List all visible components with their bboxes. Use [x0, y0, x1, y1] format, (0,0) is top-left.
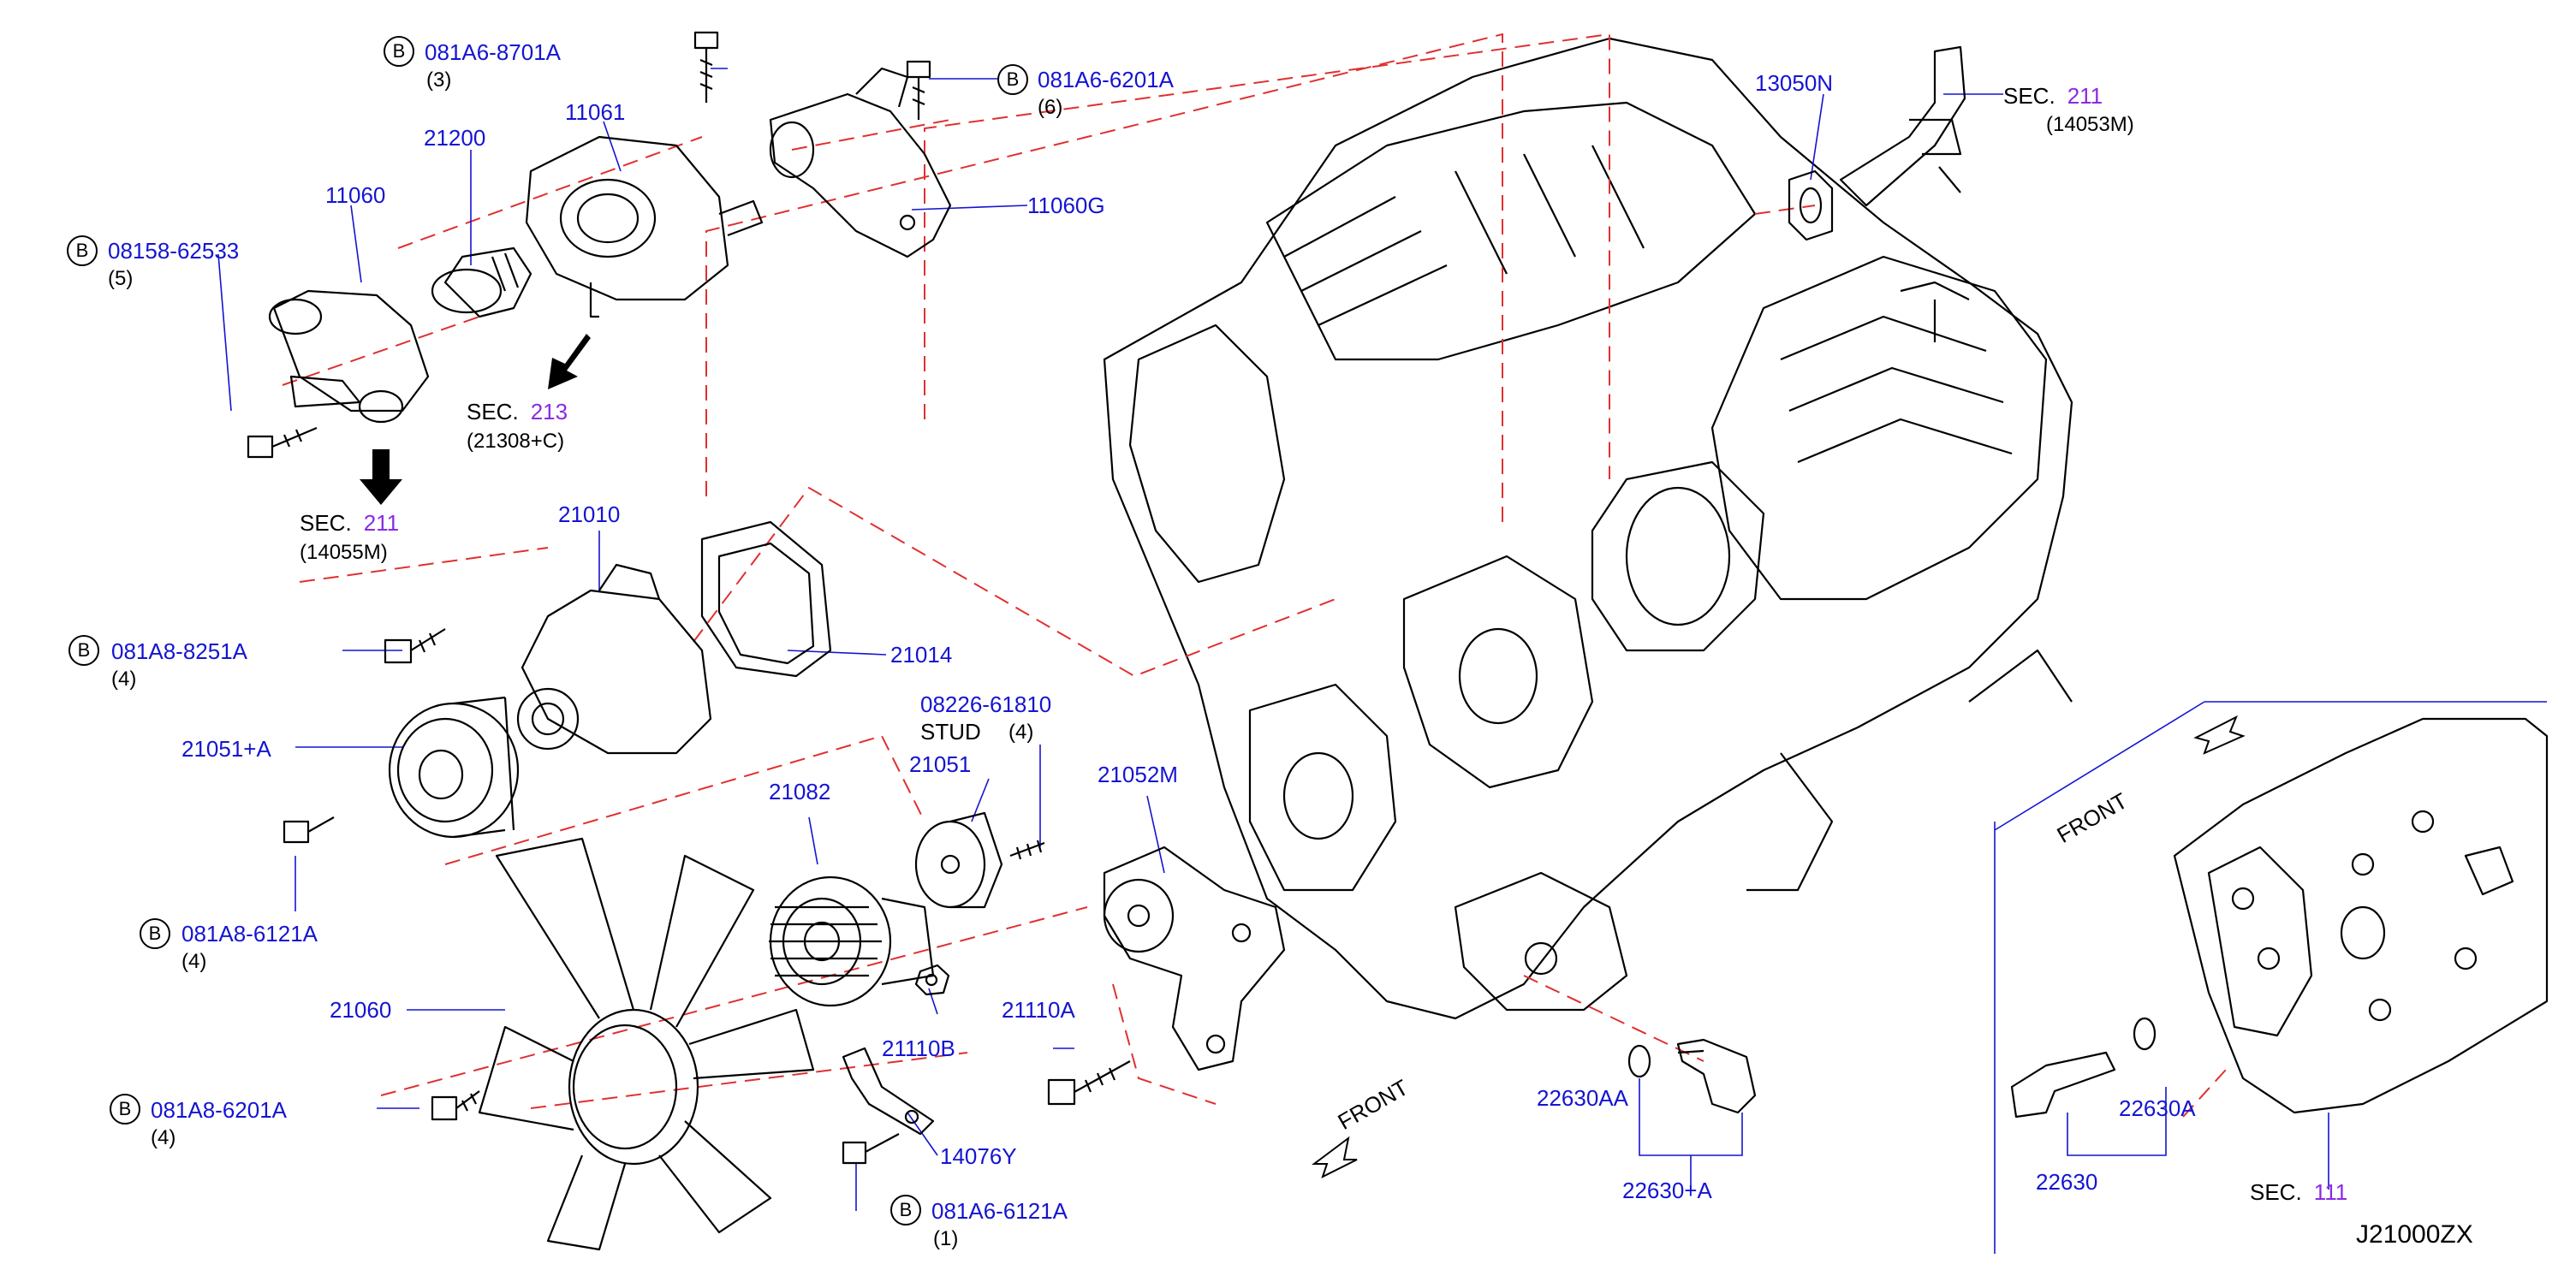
label-21110B: 21110B	[882, 1036, 955, 1061]
bolt-08158-62533	[247, 426, 318, 459]
label-22630AA: 22630AA	[1537, 1085, 1628, 1111]
inset-o-ring-22630A	[2133, 1017, 2157, 1051]
part-number: 081A8-6201A	[151, 1097, 288, 1123]
sec-word: SEC.	[2003, 83, 2055, 109]
stud-quantity: (4)	[1008, 721, 1034, 744]
label-22630A: 22630A	[2119, 1095, 2196, 1121]
o-ring-22630AA	[1627, 1044, 1651, 1078]
label-08226-61810: 08226-61810	[920, 691, 1052, 717]
diagram-id: J21000ZX	[2356, 1220, 2473, 1249]
sec-213-arrow	[548, 334, 591, 389]
thermostat-21200	[431, 246, 532, 318]
label-14076Y: 14076Y	[940, 1143, 1017, 1169]
label-11061: 11061	[565, 99, 626, 125]
spacer-21051	[914, 811, 1003, 909]
bolt-081A8-8251A	[384, 628, 446, 664]
b-prefix: B	[67, 235, 98, 266]
b-prefix: B	[997, 64, 1028, 95]
label-21010: 21010	[558, 501, 621, 527]
part-number: 081A6-8701A	[425, 39, 562, 65]
gasket-21014	[700, 520, 832, 678]
b-prefix: B	[140, 918, 170, 949]
part-number: 08158-62533	[108, 238, 240, 264]
label-21200: 21200	[424, 125, 486, 151]
front-arrow-outline-inset	[2193, 715, 2246, 755]
water-outlet-11060G	[769, 67, 952, 258]
sec-word: SEC.	[300, 510, 352, 536]
water-pipe-14053M	[1839, 45, 1966, 207]
label-stud: STUD	[920, 719, 981, 745]
bolt-081A8-6121A	[283, 816, 335, 844]
bolt-081A6-8701A	[693, 31, 719, 103]
leader-lines	[217, 68, 2547, 1254]
b-prefix: B	[890, 1195, 921, 1225]
sec-word: SEC.	[467, 399, 519, 424]
sec-number[interactable]: 211	[363, 510, 400, 536]
label-21051: 21051	[909, 751, 972, 777]
nut-21110B	[914, 964, 950, 996]
phantom-lines	[282, 33, 2227, 1118]
stud-08226-61810	[1009, 840, 1045, 860]
label-21110A: 21110A	[1002, 997, 1075, 1023]
sec-number[interactable]: 211	[2067, 83, 2103, 109]
part-number: 081A8-6121A	[181, 921, 318, 947]
label-21052M: 21052M	[1098, 762, 1178, 787]
bolt-081A6-6121A	[842, 1133, 900, 1165]
quantity: (4)	[111, 668, 137, 691]
b-prefix: B	[110, 1094, 140, 1125]
section-sub-14055M: (14055M)	[300, 541, 388, 564]
sensor-22630-A	[1676, 1038, 1757, 1114]
inset-cylinder-head	[2173, 717, 2549, 1114]
bolt-081A8-6201A	[431, 1090, 480, 1121]
section-ref-213[interactable]: SEC. 213	[467, 399, 568, 425]
sec-word: SEC.	[2250, 1179, 2302, 1205]
quantity: (5)	[108, 267, 134, 290]
quantity: (4)	[151, 1126, 176, 1149]
bolt-081A6-6201A	[906, 60, 931, 120]
sec-211-arrow	[360, 449, 402, 505]
section-ref-211-right[interactable]: SEC. 211	[2003, 83, 2103, 110]
water-inlet-11060	[268, 289, 430, 424]
b-prefix: B	[384, 36, 414, 67]
label-21014: 21014	[890, 642, 953, 668]
thermostat-housing-11061	[525, 135, 764, 318]
label-21082: 21082	[769, 779, 831, 804]
water-pump-21010	[516, 563, 712, 755]
label-21051-A: 21051+A	[181, 736, 271, 762]
part-number: 081A6-6201A	[1038, 67, 1175, 92]
inset-sensor-22630	[2010, 1051, 2116, 1119]
sec-number[interactable]: 111	[2313, 1179, 2348, 1205]
label-21060: 21060	[330, 997, 392, 1023]
bolt-21110A	[1047, 1060, 1131, 1106]
front-arrow-outline	[1312, 1136, 1358, 1178]
fan-coupling-21082	[769, 875, 935, 1007]
section-ref-211-left[interactable]: SEC. 211	[300, 510, 399, 537]
label-13050N: 13050N	[1755, 70, 1834, 96]
quantity: (4)	[181, 950, 207, 973]
quantity: (1)	[933, 1227, 959, 1250]
pulley-21051-A	[388, 696, 520, 839]
section-sub-14053M: (14053M)	[2046, 113, 2134, 136]
quantity: (6)	[1038, 96, 1063, 119]
engine-block	[1103, 37, 2073, 1020]
quantity: (3)	[426, 68, 452, 92]
sec-number[interactable]: 213	[530, 399, 568, 424]
bracket-14076Y	[842, 1047, 935, 1136]
bracket-21052M	[1103, 846, 1286, 1071]
fan-21060	[478, 837, 815, 1251]
section-sub-21308-C: (21308+C)	[467, 430, 565, 453]
part-number: 081A8-8251A	[111, 638, 248, 664]
b-prefix: B	[68, 635, 99, 666]
label-22630-A: 22630+A	[1622, 1178, 1712, 1203]
section-ref-111[interactable]: SEC. 111	[2250, 1179, 2347, 1206]
gasket-13050N	[1788, 169, 1834, 241]
label-22630: 22630	[2036, 1169, 2098, 1195]
part-number: 081A6-6121A	[931, 1198, 1068, 1224]
label-11060G: 11060G	[1027, 193, 1105, 218]
label-11060: 11060	[325, 182, 386, 208]
